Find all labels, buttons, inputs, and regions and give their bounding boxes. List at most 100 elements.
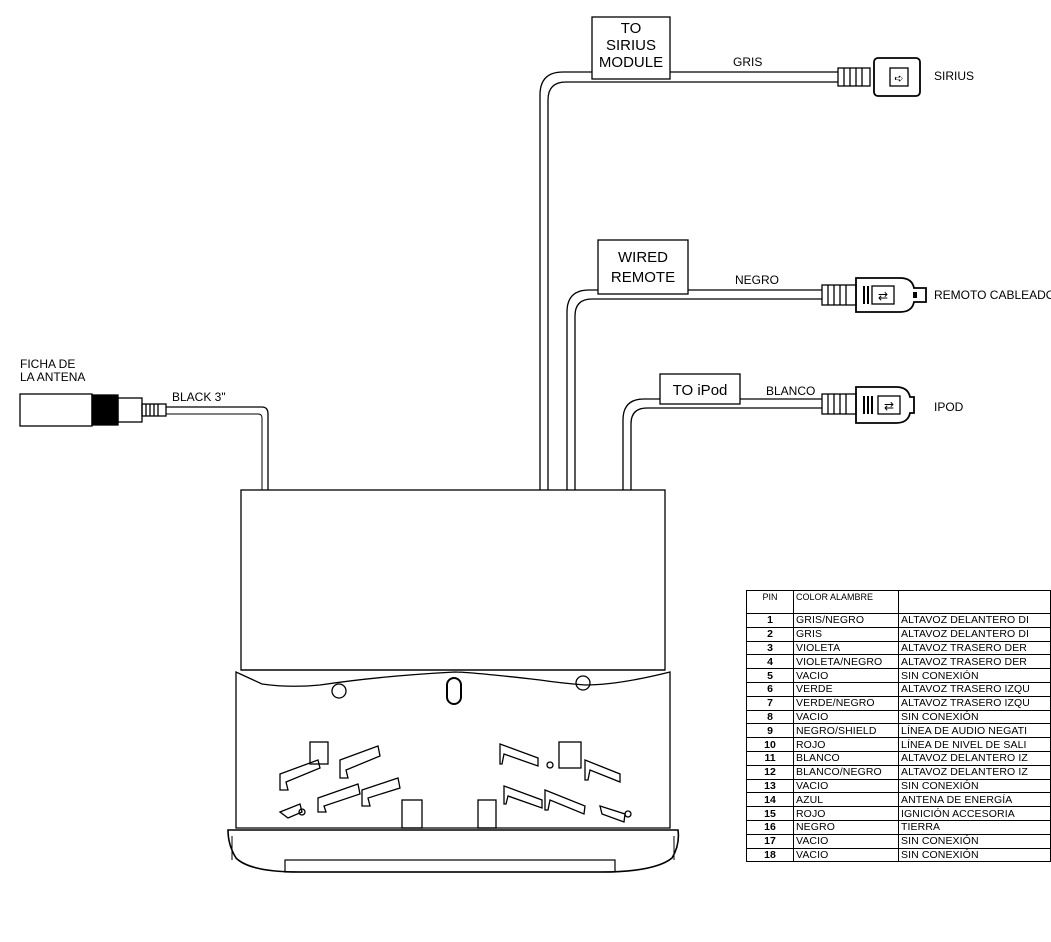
wire-color: VIOLETA	[793, 640, 899, 656]
sirius-module-box	[591, 16, 671, 80]
pin-description: TIERRA	[898, 819, 1051, 835]
antenna-label-line1: FICHA DE	[20, 357, 75, 371]
pin-number: 12	[746, 764, 794, 780]
pin-description: ALTAVOZ TRASERO DER	[898, 654, 1051, 670]
pin-number: 17	[746, 833, 794, 849]
wire-color: BLANCO/NEGRO	[793, 764, 899, 780]
sirius-connector-body	[873, 57, 921, 97]
ipod-connector-ferrule	[821, 393, 857, 415]
wire-color: NEGRO	[793, 819, 899, 835]
wire-color: NEGRO/SHIELD	[793, 723, 899, 739]
wired-remote-cable	[566, 289, 822, 490]
wire-color: BLANCO	[793, 750, 899, 766]
radio-chassis	[240, 489, 666, 671]
wire-color: VACIO	[793, 709, 899, 725]
wire-color: ROJO	[793, 806, 899, 821]
pin-number: 2	[746, 626, 794, 642]
ipod-box	[659, 373, 741, 405]
pin-description: ALTAVOZ DELANTERO IZ	[898, 764, 1051, 780]
pin-number: 13	[746, 778, 794, 794]
blanco-label: BLANCO	[766, 384, 815, 398]
wire-color: GRIS	[793, 626, 899, 642]
mount-slot	[446, 677, 462, 705]
pin-description: SIN CONEXIÓN	[898, 778, 1051, 794]
wired-remote-box	[597, 239, 689, 295]
ipod-cable	[622, 398, 822, 490]
pin-number: 15	[746, 806, 794, 821]
sirius-connector-ferrule	[837, 67, 871, 87]
header-pin: PIN	[746, 590, 794, 614]
wire-color: VIOLETA/NEGRO	[793, 654, 899, 670]
pin-description: SIN CONEXIÓN	[898, 833, 1051, 849]
pin-number: 8	[746, 709, 794, 725]
pin-number: 9	[746, 723, 794, 739]
negro-label: NEGRO	[735, 273, 779, 287]
pin-number: 18	[746, 847, 794, 863]
ipod-box-label: TO iPod	[673, 382, 728, 399]
pin-number: 11	[746, 750, 794, 766]
header-description	[898, 590, 1051, 614]
antenna-cable	[166, 406, 269, 490]
pin-description: SIN CONEXIÓN	[898, 709, 1051, 725]
wired-remote-line1: WIRED	[618, 249, 668, 266]
arrow-icon: ➪	[894, 72, 903, 85]
ipod-pin-icon: ⇄	[884, 399, 894, 413]
antenna-plug-body	[19, 393, 93, 427]
pin-description: SIN CONEXIÓN	[898, 847, 1051, 863]
ipod-connector-body	[855, 386, 915, 424]
pin-number: 14	[746, 792, 794, 808]
wire-color: VACIO	[793, 833, 899, 849]
wire-color: VACIO	[793, 778, 899, 794]
front-bezel	[227, 829, 680, 873]
pin-description: ALTAVOZ TRASERO IZQU	[898, 695, 1051, 711]
pin-description: ALTAVOZ DELANTERO DI	[898, 613, 1051, 628]
wire-color: VERDE/NEGRO	[793, 695, 899, 711]
pin-number: 4	[746, 654, 794, 670]
pin-number: 16	[746, 819, 794, 835]
wire-color: VACIO	[793, 668, 899, 683]
black-3-label: BLACK 3"	[172, 390, 226, 404]
pin-number: 10	[746, 737, 794, 752]
pin-description: LÍNEA DE NIVEL DE SALI	[898, 737, 1051, 752]
mount-hole-left	[331, 683, 347, 699]
pin-number: 1	[746, 613, 794, 628]
pin-number: 5	[746, 668, 794, 683]
pin-description: ALTAVOZ TRASERO IZQU	[898, 681, 1051, 697]
radio-sleeve	[235, 670, 671, 829]
sirius-label: SIRIUS	[934, 69, 974, 83]
antenna-label-line2: LA ANTENA	[20, 370, 85, 384]
wire-color: GRIS/NEGRO	[793, 613, 899, 628]
mount-hole-right	[575, 675, 591, 691]
pin-number: 6	[746, 681, 794, 697]
remote-connector-ferrule	[821, 284, 857, 306]
remote-pin-icon: ⇄	[878, 289, 888, 303]
remote-connector-body	[855, 277, 927, 313]
wire-color: AZUL	[793, 792, 899, 808]
pin-description: IGNICIÓN ACCESORIA	[898, 806, 1051, 821]
sirius-box-line3: MODULE	[599, 54, 663, 71]
sirius-cable	[539, 71, 838, 490]
pin-description: ANTENA DE ENERGÍA	[898, 792, 1051, 808]
pin-description: ALTAVOZ DELANTERO DI	[898, 626, 1051, 642]
sirius-box-line1: TO	[621, 20, 642, 37]
header-color: COLOR ALAMBRE	[793, 590, 899, 614]
